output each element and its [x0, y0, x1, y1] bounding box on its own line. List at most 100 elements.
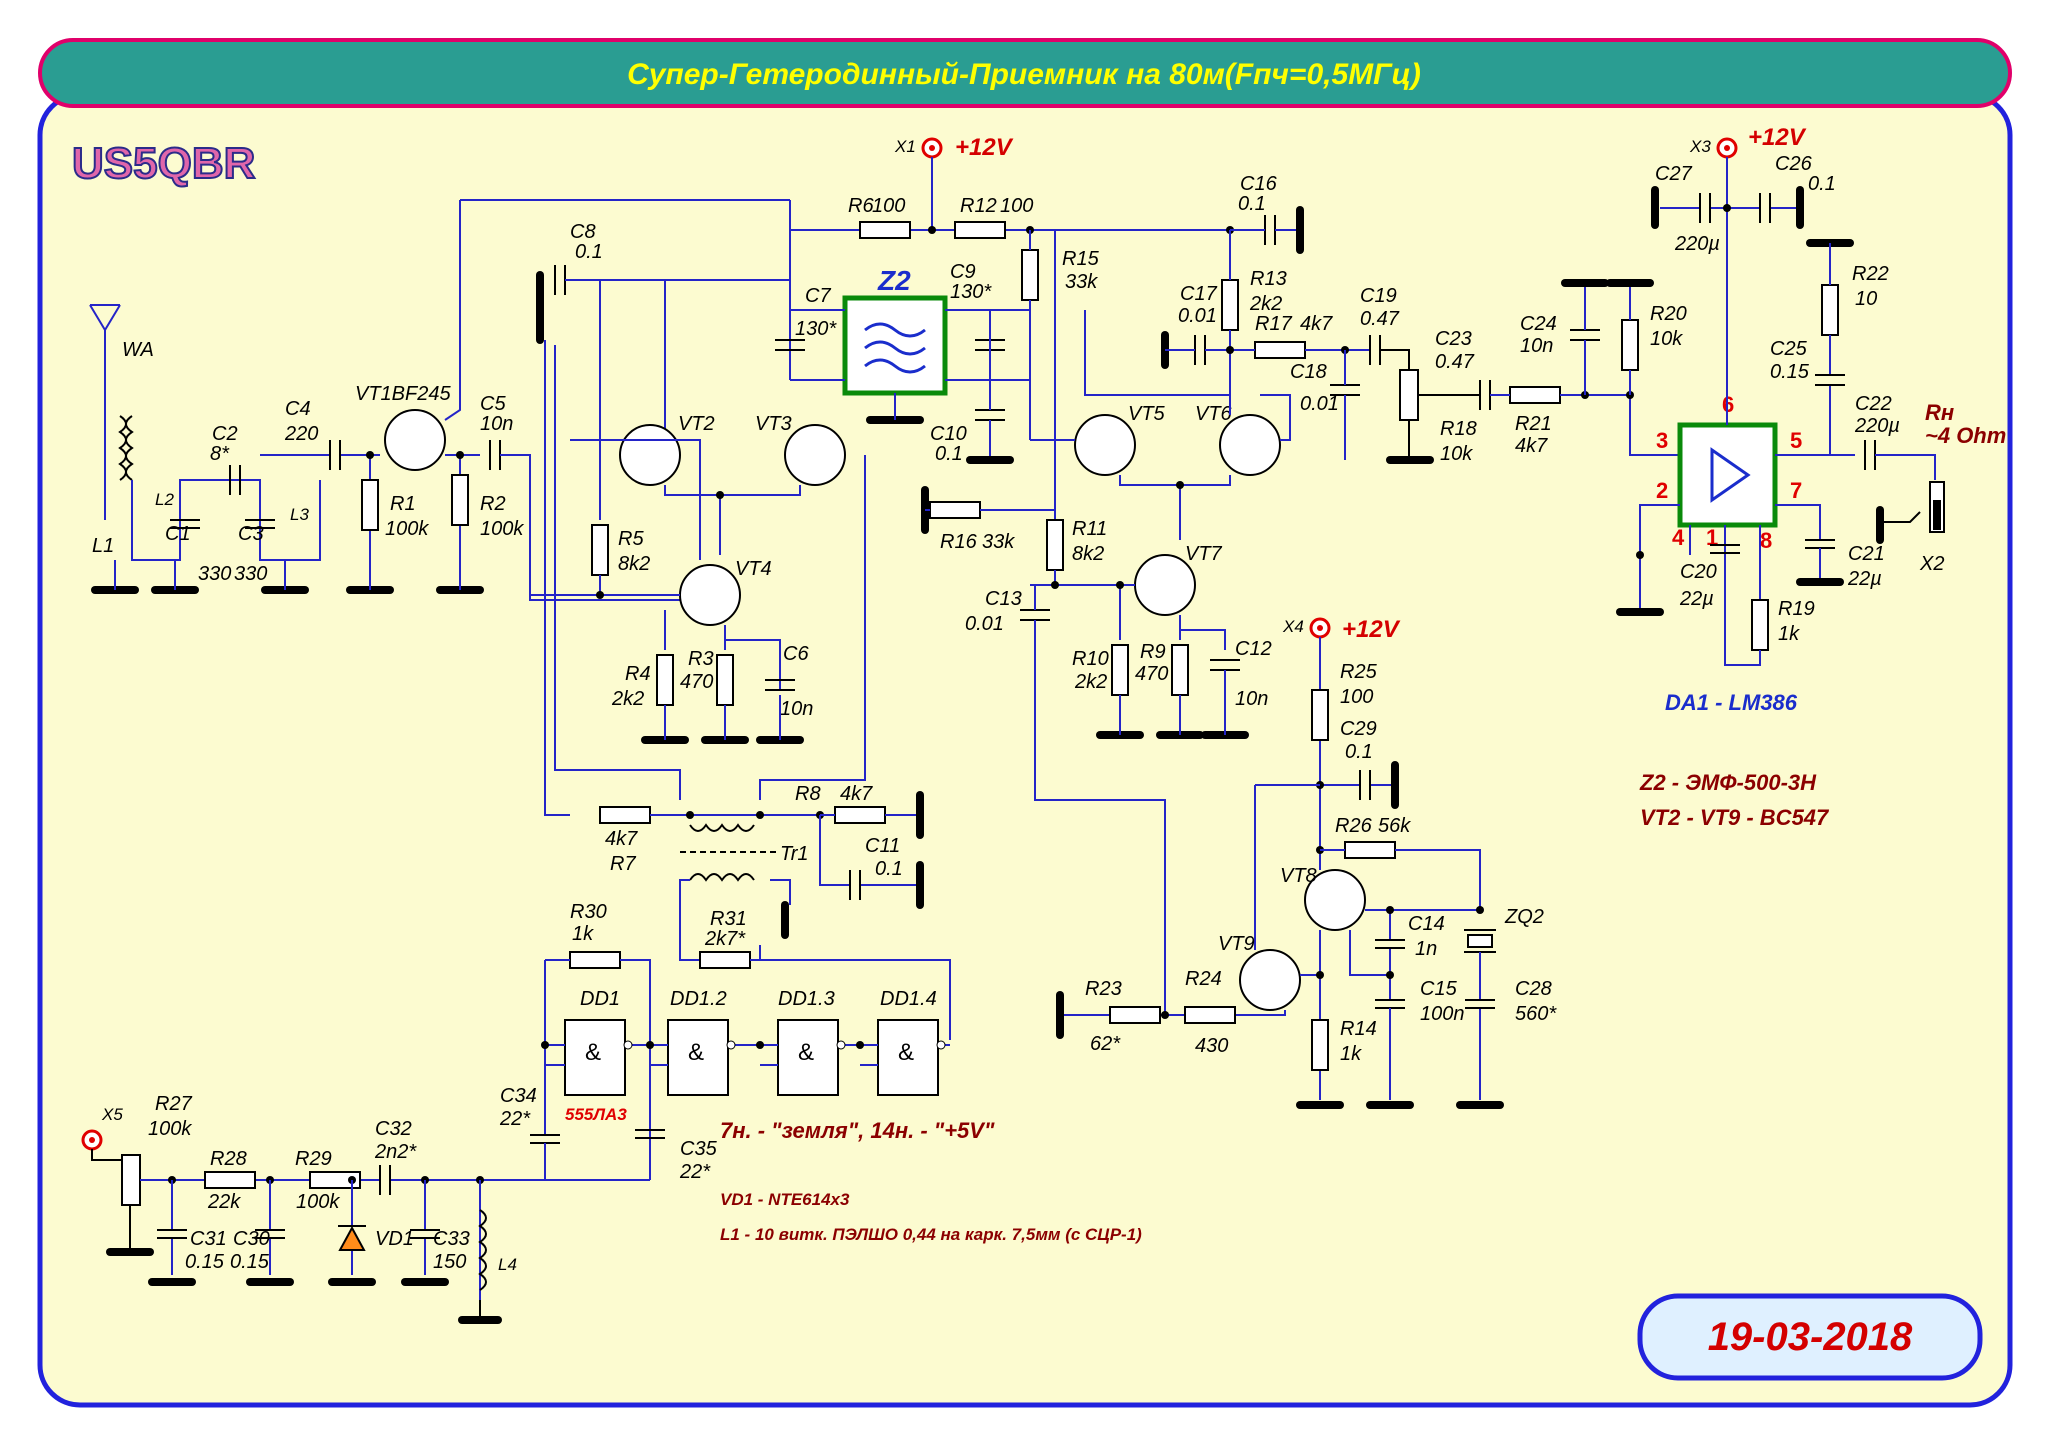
R13-label: R13 — [1250, 268, 1287, 290]
C14-value: 1n — [1415, 938, 1437, 960]
dd1-label: DD1 — [580, 988, 620, 1010]
pin-8: 8 — [1760, 528, 1772, 553]
R17-label: R17 — [1255, 313, 1293, 335]
C2-value: 8* — [210, 443, 230, 465]
C12-label: C12 — [1235, 638, 1272, 660]
pin-5: 5 — [1790, 428, 1802, 453]
x3-power: +12V — [1748, 124, 1807, 151]
pin-7: 7 — [1790, 478, 1802, 503]
C24-label: C24 — [1520, 313, 1557, 335]
vt1-transistor — [384, 409, 446, 471]
R7-body — [599, 806, 651, 824]
C20-label: C20 — [1680, 561, 1717, 583]
C5-label: C5 — [480, 393, 506, 415]
R26-body — [1344, 841, 1396, 859]
note-l1: L1 - 10 витк. ПЭЛШО 0,44 на карк. 7,5мм … — [720, 1225, 1142, 1244]
audio-stage: R18 10k C23 0.47 R21 4k7 C24 10n R20 10k… — [1380, 124, 2006, 715]
R27-value: 100k — [148, 1118, 192, 1140]
R21-body — [1509, 386, 1561, 404]
C18-value: 0.01 — [1300, 393, 1339, 415]
R4-label: R4 — [625, 663, 651, 685]
VT8-label: VT8 — [1280, 865, 1317, 887]
C19-value: 0.47 — [1360, 308, 1400, 330]
R14-body — [1311, 1019, 1329, 1071]
vt1-stage: VT1BF245 R1 100k R2 100k C5 10n — [355, 199, 790, 601]
C30-label: C30 — [233, 1228, 270, 1250]
C22-label: C22 — [1855, 393, 1892, 415]
pin-1: 1 — [1706, 525, 1718, 550]
R23-label: R23 — [1085, 978, 1122, 1000]
C32-value: 2n2* — [374, 1141, 417, 1163]
R16-body — [929, 501, 981, 519]
R11-body — [1046, 519, 1064, 571]
R19-body — [1751, 599, 1769, 651]
x3-label: X3 — [1689, 137, 1711, 156]
C15-value: 100n — [1420, 1003, 1465, 1025]
R29-body — [309, 1171, 361, 1189]
R16-value: 33k — [982, 531, 1015, 553]
C29-value: 0.1 — [1345, 741, 1373, 763]
note-vt: VT2 - VT9 - BC547 — [1640, 805, 1830, 830]
R15-body — [1021, 249, 1039, 301]
R25-label: R25 — [1340, 661, 1378, 683]
R26-label: R26 — [1335, 815, 1373, 837]
R23-body — [1109, 1006, 1161, 1024]
C3-value: 330 — [234, 563, 267, 585]
note-supply: 7н. - "земля", 14н. - "+5V" — [720, 1118, 995, 1143]
C25-label: C25 — [1770, 338, 1808, 360]
R24-value: 430 — [1195, 1035, 1228, 1057]
R14-value: 1k — [1340, 1043, 1362, 1065]
C30-value: 0.15 — [230, 1251, 270, 1273]
VT9-label: VT9 — [1218, 933, 1255, 955]
R6-body — [859, 221, 911, 239]
C4-value: 220 — [284, 423, 318, 445]
R8-label: R8 — [795, 783, 821, 805]
C17-label: C17 — [1180, 283, 1218, 305]
C18-label: C18 — [1290, 361, 1327, 383]
R7-value: 4k7 — [605, 828, 638, 850]
R22-body — [1821, 284, 1839, 336]
R29-label: R29 — [295, 1148, 332, 1170]
R17-body — [1254, 341, 1306, 359]
R1-value: 100k — [385, 518, 429, 540]
da1-label: DA1 - LM386 — [1665, 690, 1798, 715]
R20-value: 10k — [1650, 328, 1683, 350]
R11-value: 8k2 — [1072, 543, 1104, 565]
VT4-label: VT4 — [735, 558, 772, 580]
C21-label: C21 — [1848, 543, 1885, 565]
author-logo: US5QBR — [72, 139, 255, 188]
pin-2: 2 — [1656, 478, 1668, 503]
C16-label: C16 — [1240, 173, 1278, 195]
C3-label: C3 — [238, 523, 264, 545]
vt5-transistor — [1074, 414, 1136, 476]
R20-body — [1621, 319, 1639, 371]
C35-label: C35 — [680, 1138, 718, 1160]
R31-body — [699, 951, 751, 969]
x1-power: +12V — [955, 134, 1014, 161]
C31-value: 0.15 — [185, 1251, 225, 1273]
C32-label: C32 — [375, 1118, 412, 1140]
C28-value: 560* — [1515, 1003, 1557, 1025]
dd12-gate — [667, 1019, 729, 1096]
R12-value: 100 — [1000, 195, 1033, 217]
R10-value: 2k2 — [1074, 671, 1107, 693]
load-name: Rн — [1925, 400, 1954, 425]
C16-value: 0.1 — [1238, 193, 1266, 215]
R17-value: 4k7 — [1300, 313, 1333, 335]
R15-value: 33k — [1065, 271, 1098, 293]
C11-label: C11 — [865, 835, 900, 857]
R22-label: R22 — [1852, 263, 1889, 285]
L3-label: L3 — [290, 505, 309, 524]
C33-label: C33 — [433, 1228, 470, 1250]
C9-value: 130* — [950, 281, 992, 303]
vt2-transistor — [619, 424, 681, 486]
C1-value: 330 — [198, 563, 231, 585]
R1-label: R1 — [390, 493, 416, 515]
C19-label: C19 — [1360, 285, 1397, 307]
C28-label: C28 — [1515, 978, 1552, 1000]
C27-value: 220µ — [1674, 233, 1720, 255]
R1-body — [361, 479, 379, 531]
C14-label: C14 — [1408, 913, 1445, 935]
R5-body — [591, 524, 609, 576]
pin-3: 3 — [1656, 428, 1668, 453]
